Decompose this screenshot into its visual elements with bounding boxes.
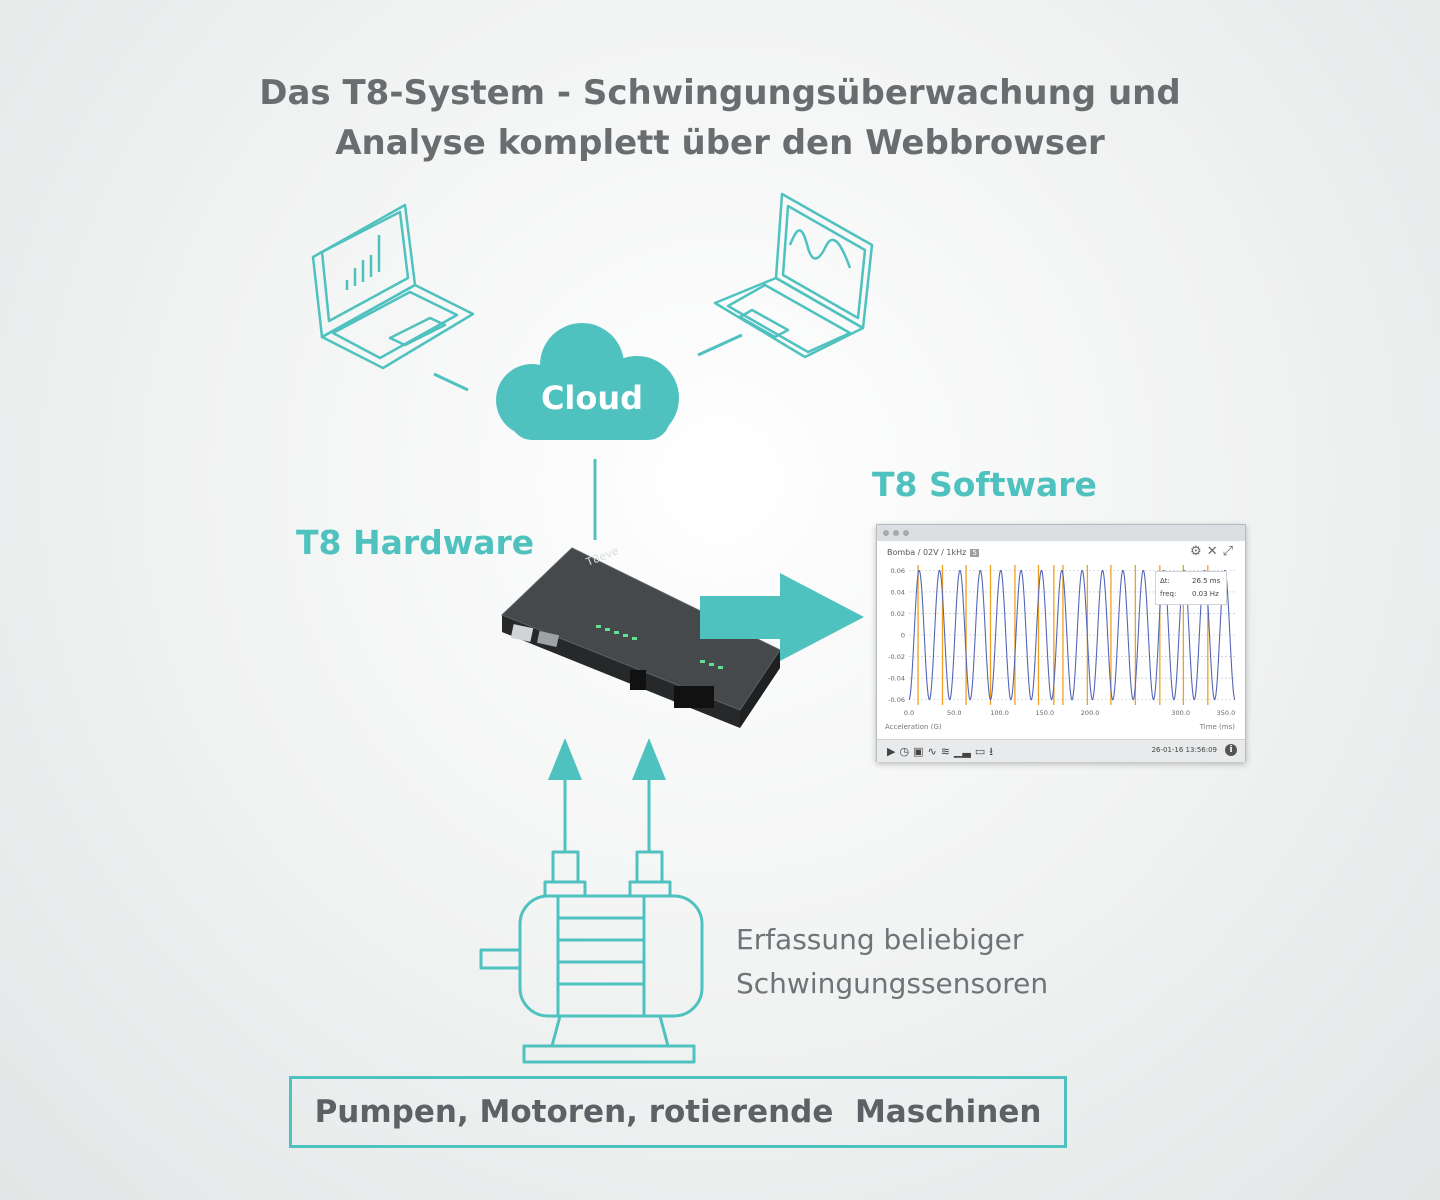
arrow-up-head-left [548,738,582,780]
sensor-caption: Erfassung beliebiger Schwingungssensoren [736,918,1048,1006]
y-tick-label: -0.06 [888,696,905,704]
cursor-freq-value: 0.03 Hz [1192,590,1219,598]
cloud-label: Cloud [541,379,643,417]
x-tick-label: 350.0 [1217,709,1236,717]
window-dot-icon [903,530,909,536]
x-tick-label: 100.0 [990,709,1009,717]
chart-channel-name: Bomba / 02V / 1kHz [887,548,967,557]
window-dot-icon [883,530,889,536]
connector-left [433,372,469,392]
cursor-delta-label: Δt: [1160,577,1170,585]
gear-icon[interactable]: ⚙ [1190,544,1202,559]
y-tick-label: 0.06 [891,567,905,575]
machines-label: Pumpen, Motoren, rotierende Maschinen [314,1094,1042,1130]
chart-window-controls: ⚙ ✕ ⤢ [1185,544,1233,559]
cloud-icon [496,323,679,440]
motor-icon [479,850,704,1064]
x-tick-label: 150.0 [1036,709,1055,717]
arrow-up-icon [563,775,651,852]
chart-toolbar: ▶◷▣∿≋▁▃▭⭳ 26-01-16 13:56:09 i [877,739,1245,762]
window-dot-icon [893,530,899,536]
title-line-2: Analyse komplett über den Webbrowser [335,123,1105,163]
waveform-icon[interactable]: ∿ [927,745,937,758]
waveform-chart: 0.06 0.04 0.02 0 -0.02 -0.04 -0.06 0.0 50.0 100.0… [888,565,1236,717]
y-tick-label: -0.04 [888,675,905,683]
hardware-label: T8 Hardware [296,523,535,562]
connector-right [697,333,743,357]
x-tick-label: 0.0 [904,709,914,717]
cursor-readout: Δt: 26.5 ms freq: 0.03 Hz [1155,571,1227,605]
y-axis-label: Acceleration (G) [885,723,942,731]
title-line-1: Das T8-System - Schwingungsüberwachung u… [259,73,1181,113]
arrow-right-icon [700,573,864,661]
history-icon[interactable]: ◷ [899,745,910,758]
sensor-caption-line-1: Erfassung beliebiger [736,923,1024,956]
expand-icon[interactable]: ⤢ [1222,544,1233,559]
window-titlebar [877,525,1245,541]
laptop-wave-chart-icon [713,192,874,359]
keyboard-icon[interactable]: ▭ [974,745,986,758]
x-tick-label: 300.0 [1171,709,1190,717]
x-tick-label: 50.0 [947,709,961,717]
y-tick-label: 0.02 [891,610,905,618]
timestamp: 26-01-16 13:56:09 [1151,746,1217,754]
y-tick-label: 0 [901,632,905,640]
arrow-up-head-right [632,738,666,780]
cursor-freq-label: freq: [1160,590,1177,598]
sensor-caption-line-2: Schwingungssensoren [736,967,1049,1000]
diagram-title: Das T8-System - Schwingungsüberwachung u… [220,68,1220,168]
close-icon[interactable]: ✕ [1206,544,1218,559]
image-icon[interactable]: ▣ [913,745,924,758]
cursor-delta-value: 26.5 ms [1192,577,1221,585]
y-tick-label: 0.04 [891,588,905,596]
software-label: T8 Software [872,465,1097,504]
x-tick-label: 200.0 [1081,709,1100,717]
spectrum-icon[interactable]: ≋ [940,745,950,758]
y-tick-label: -0.02 [888,653,905,661]
bars-icon[interactable]: ▁▃ [953,745,971,758]
machines-box: Pumpen, Motoren, rotierende Maschinen [289,1076,1067,1148]
laptop-bar-chart-icon [311,203,475,370]
download-icon[interactable]: ⭳ [989,745,994,758]
x-axis-label: Time (ms) [1199,723,1235,731]
info-icon[interactable]: i [1225,744,1237,756]
chart-badge: 5 [970,549,979,557]
play-icon[interactable]: ▶ [887,745,896,758]
